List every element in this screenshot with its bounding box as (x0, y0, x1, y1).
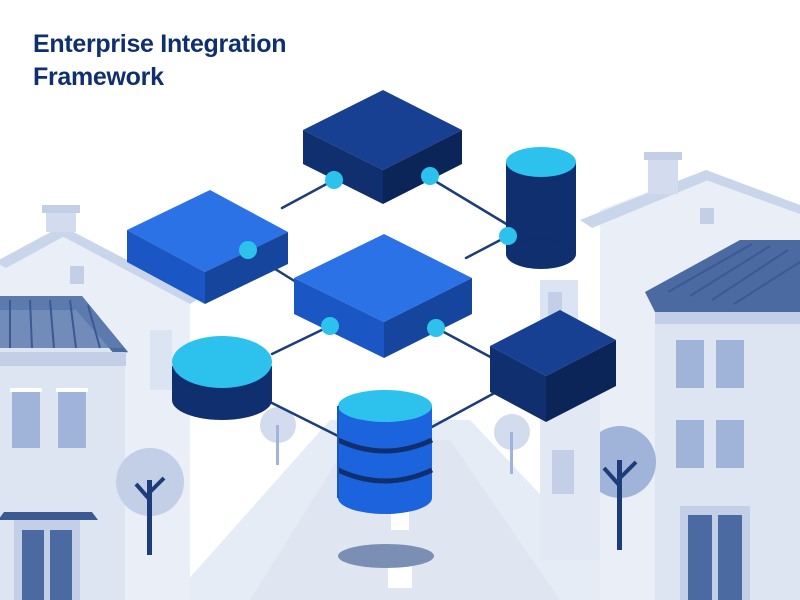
tree-left (116, 448, 184, 555)
connector-node-icon (239, 241, 257, 259)
connection-lines (246, 176, 510, 442)
connector-node-icon (325, 171, 343, 189)
page-title: Enterprise Integration Framework (33, 30, 287, 91)
connector-node-icon (427, 319, 445, 337)
service-block-icon (294, 234, 472, 358)
building-left-near (0, 296, 128, 600)
connector-node-icon (499, 227, 517, 245)
tree-right-small (494, 414, 530, 474)
connector-nodes (239, 167, 517, 337)
service-block-icon (127, 190, 288, 304)
database-shadow (338, 544, 434, 568)
database-icon (336, 390, 434, 568)
building-right-mid (540, 390, 600, 560)
connector-node-icon (321, 317, 339, 335)
tree-right (584, 426, 656, 550)
connector-node-icon (421, 167, 439, 185)
service-block-icon (303, 90, 462, 204)
city-background (0, 152, 800, 600)
tree-left-small (260, 407, 296, 465)
building-right-near (645, 240, 800, 600)
storage-cylinder-icon (506, 147, 576, 269)
storage-cylinder-icon (172, 336, 272, 420)
service-block-icon (490, 310, 616, 422)
